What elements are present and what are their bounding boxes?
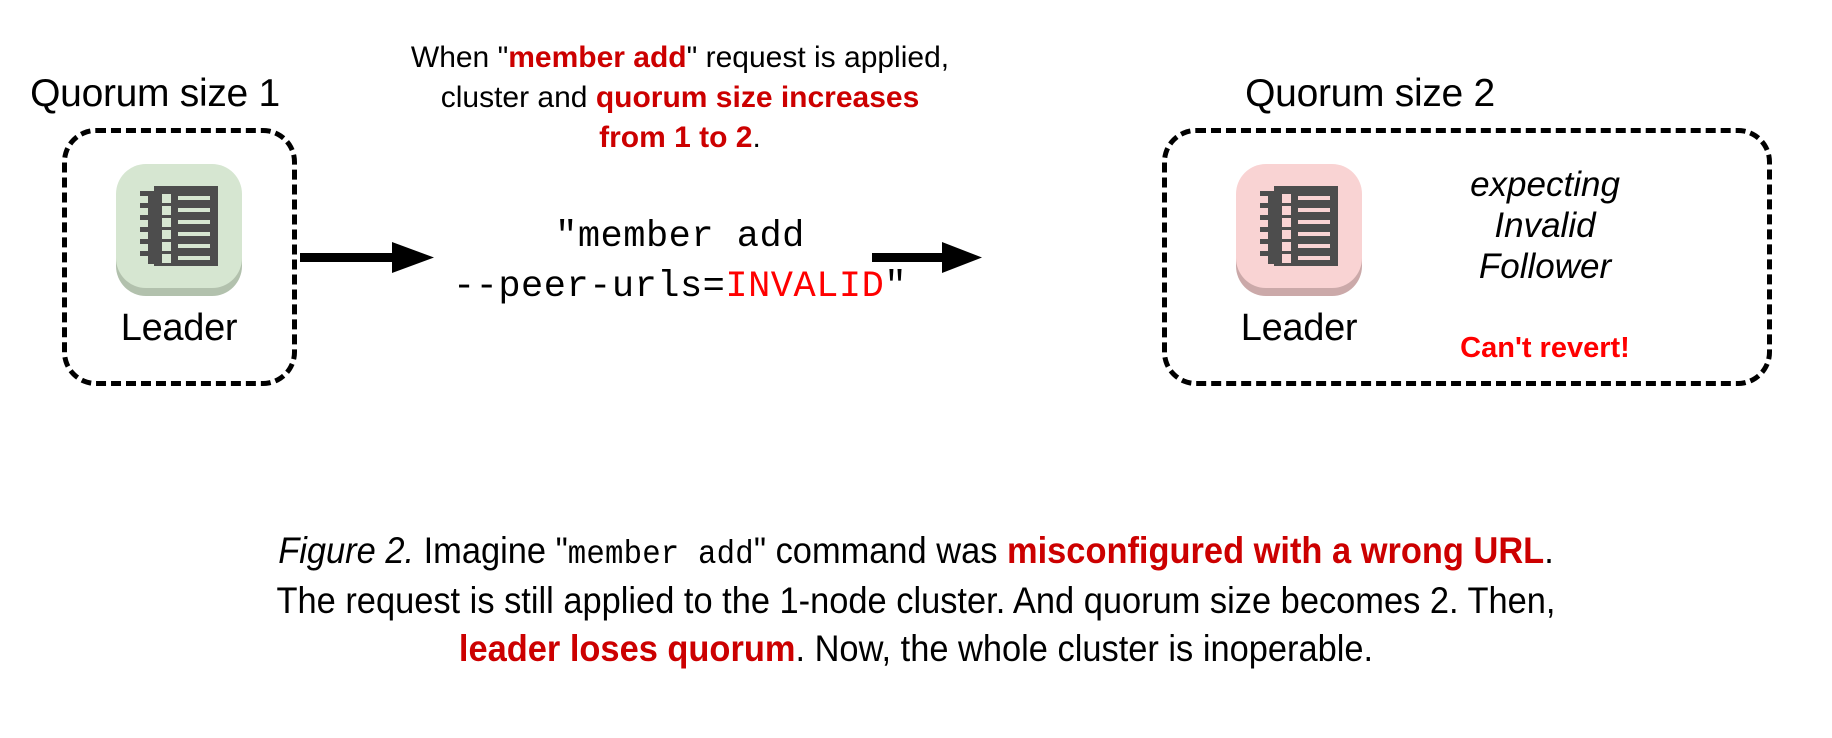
- right-node-label: Leader: [1240, 307, 1358, 349]
- annotation-l1-a: When ": [410, 41, 509, 74]
- caption-line-1: Figure 2. Imagine "member add" command w…: [79, 527, 1753, 577]
- caption-seg-1: Imagine ": [414, 530, 568, 571]
- caption-l3-rest: . Now, the whole cluster is inoperable.: [795, 628, 1374, 670]
- right-node-icon-wrap: [1232, 160, 1366, 296]
- right-node-leader[interactable]: Leader: [1232, 160, 1366, 347]
- caption-line-2: The request is still applied to the 1-no…: [276, 579, 1556, 621]
- right-cluster-title: Quorum size 2: [1245, 72, 1495, 115]
- command-l2-a: --peer-urls=: [452, 265, 726, 308]
- command-l2-c: ": [884, 265, 908, 308]
- annotation-l3-c: .: [752, 120, 761, 154]
- caption-seg-red: misconfigured with a wrong URL: [1007, 530, 1545, 571]
- annotation-l2-a: cluster and: [440, 80, 596, 114]
- note-line-3: Follower: [1478, 246, 1612, 286]
- note-line-2: Invalid: [1494, 205, 1596, 245]
- caption-l3-red: leader loses quorum: [458, 628, 796, 670]
- figure-caption: Figure 2. Imagine "member add" command w…: [79, 527, 1753, 674]
- left-cluster-title: Quorum size 1: [30, 72, 280, 115]
- arrow-right-icon-right: [872, 238, 982, 283]
- right-cluster-box: [1162, 128, 1772, 386]
- left-node-leader[interactable]: Leader: [112, 160, 246, 347]
- annotation-l3-b: from 1 to 2: [599, 120, 753, 154]
- server-rack-icon: [1236, 164, 1362, 288]
- note-line-1: expecting: [1470, 165, 1620, 204]
- annotation-text: When "member add" request is applied, cl…: [376, 38, 984, 158]
- annotation-l1-c: " request is applied,: [686, 41, 950, 74]
- command-block: "member add --peer-urls=INVALID": [400, 213, 960, 313]
- cant-revert-badge: Can't revert!: [1460, 332, 1630, 364]
- annotation-line-1: When "member add" request is applied,: [376, 38, 984, 78]
- caption-seg-3: " command was: [753, 530, 1008, 571]
- left-cluster-box: [62, 128, 297, 386]
- caption-seg-mono: member add: [567, 536, 754, 573]
- annotation-line-3: from 1 to 2.: [376, 118, 984, 158]
- command-l2-invalid: INVALID: [725, 265, 885, 308]
- annotation-l2-b: quorum size increases: [595, 80, 920, 114]
- left-node-icon-wrap: [112, 160, 246, 296]
- server-rack-icon: [116, 164, 242, 288]
- command-line-1: "member add: [555, 216, 805, 258]
- right-cluster-note: expecting Invalid Follower: [1400, 165, 1690, 288]
- caption-line-3: leader loses quorum. Now, the whole clus…: [79, 625, 1753, 674]
- annotation-line-2: cluster and quorum size increases: [376, 78, 984, 118]
- left-node-label: Leader: [120, 307, 238, 349]
- arrow-right-icon-left: [300, 238, 434, 283]
- command-line-2: --peer-urls=INVALID": [400, 263, 960, 313]
- caption-figure-label: Figure 2.: [278, 530, 415, 571]
- caption-seg-5: .: [1544, 530, 1554, 571]
- annotation-l1-b: member add: [508, 41, 687, 74]
